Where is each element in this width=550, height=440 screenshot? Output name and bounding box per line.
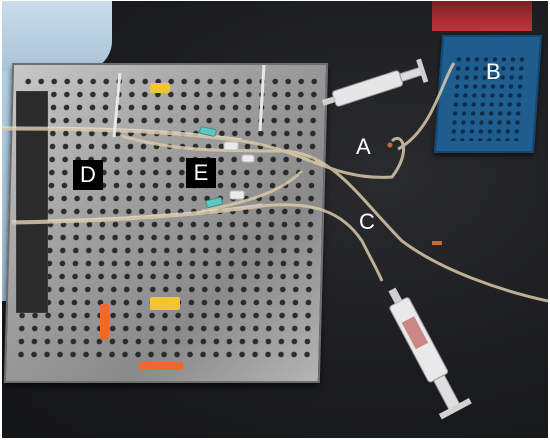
tube-cross <box>201 169 304 213</box>
orange-tag-left <box>100 304 109 340</box>
label-c: C <box>359 209 375 234</box>
joint-a <box>387 142 393 148</box>
connector-clear-2 <box>229 190 245 200</box>
connector-teal-2 <box>205 196 223 208</box>
red-components <box>432 1 532 31</box>
yellow-tag-middle <box>150 297 180 310</box>
label-b: B <box>486 59 501 84</box>
syringe-top <box>321 58 429 107</box>
tube-long <box>121 134 548 303</box>
label-a: A <box>356 134 371 159</box>
tube-highlight-2 <box>11 203 263 222</box>
yellow-tag-top <box>150 83 170 93</box>
connector-clear-3 <box>241 154 255 163</box>
tube-highlight-1 <box>2 126 243 140</box>
support-left <box>112 72 122 138</box>
joint-c <box>432 241 442 245</box>
connector-teal-1 <box>199 126 217 137</box>
label-d: D <box>80 162 96 187</box>
orange-tag-bottom <box>139 362 183 370</box>
syringe-bottom <box>388 287 472 420</box>
support-right <box>258 64 266 132</box>
connector-clear-1 <box>223 141 239 151</box>
blue-drape-top <box>2 1 112 71</box>
label-d-box: D <box>73 160 103 190</box>
tube-to-box <box>397 62 456 151</box>
tube-c <box>11 203 384 282</box>
label-e-box: E <box>186 158 216 188</box>
label-e: E <box>193 160 209 185</box>
